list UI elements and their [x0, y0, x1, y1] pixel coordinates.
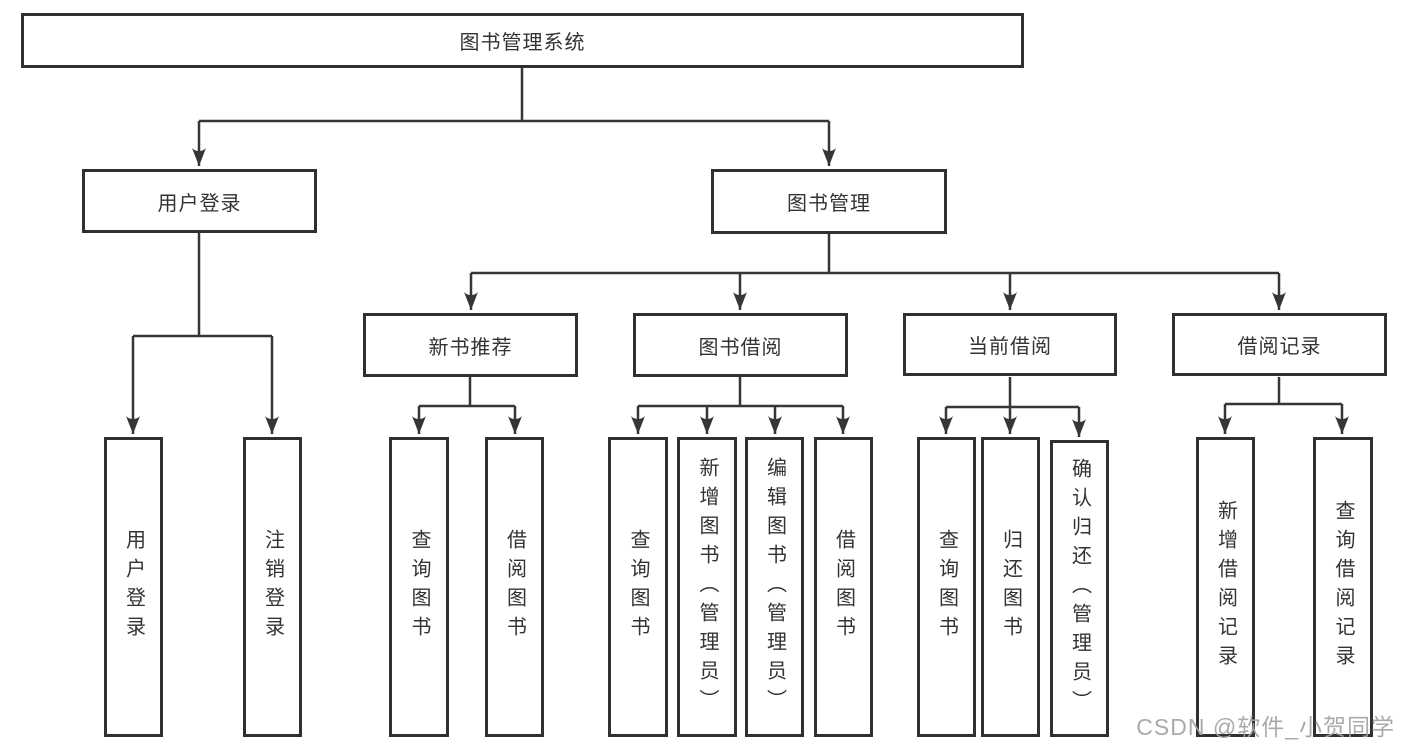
leaf-label: 新增借阅记录 [1214, 500, 1237, 674]
leaf-label: 用户登录 [122, 529, 145, 645]
leaf-borrow-books: 借阅图书 [814, 437, 873, 737]
leaf-recommend-borrow-books: 借阅图书 [485, 437, 544, 737]
leaf-user-login: 用户登录 [104, 437, 163, 737]
leaf-add-books-admin: 新增图书（管理员） [677, 437, 737, 737]
leaf-return-books: 归还图书 [981, 437, 1040, 737]
leaf-label: 查询图书 [935, 529, 958, 645]
node-user-login: 用户登录 [82, 169, 317, 233]
leaf-add-borrow-record: 新增借阅记录 [1196, 437, 1255, 737]
leaf-label: 确认归还（管理员） [1068, 458, 1091, 719]
node-new-book-recommend: 新书推荐 [363, 313, 578, 377]
leaf-current-query-books: 查询图书 [917, 437, 976, 737]
node-root-system: 图书管理系统 [21, 13, 1024, 68]
leaf-edit-books-admin: 编辑图书（管理员） [745, 437, 804, 737]
node-book-borrow: 图书借阅 [633, 313, 848, 377]
csdn-watermark: CSDN @软件_小贺同学 [1136, 714, 1395, 741]
leaf-logout: 注销登录 [243, 437, 302, 737]
node-borrow-records: 借阅记录 [1172, 313, 1387, 376]
leaf-label: 借阅图书 [503, 529, 526, 645]
leaf-label: 借阅图书 [832, 529, 855, 645]
leaf-label: 编辑图书（管理员） [763, 456, 786, 718]
leaf-label: 查询图书 [408, 529, 430, 645]
leaf-label: 新增图书（管理员） [696, 456, 718, 718]
leaf-recommend-query-books: 查询图书 [389, 437, 449, 737]
leaf-confirm-return-admin: 确认归还（管理员） [1050, 440, 1109, 737]
node-book-management: 图书管理 [711, 169, 947, 234]
leaf-label: 查询图书 [627, 529, 649, 645]
leaf-label: 归还图书 [999, 529, 1022, 645]
leaf-label: 查询借阅记录 [1332, 500, 1354, 674]
leaf-borrow-query-books: 查询图书 [608, 437, 668, 737]
node-current-borrow: 当前借阅 [903, 313, 1117, 376]
leaf-query-borrow-record: 查询借阅记录 [1313, 437, 1373, 737]
leaf-label: 注销登录 [261, 529, 284, 645]
